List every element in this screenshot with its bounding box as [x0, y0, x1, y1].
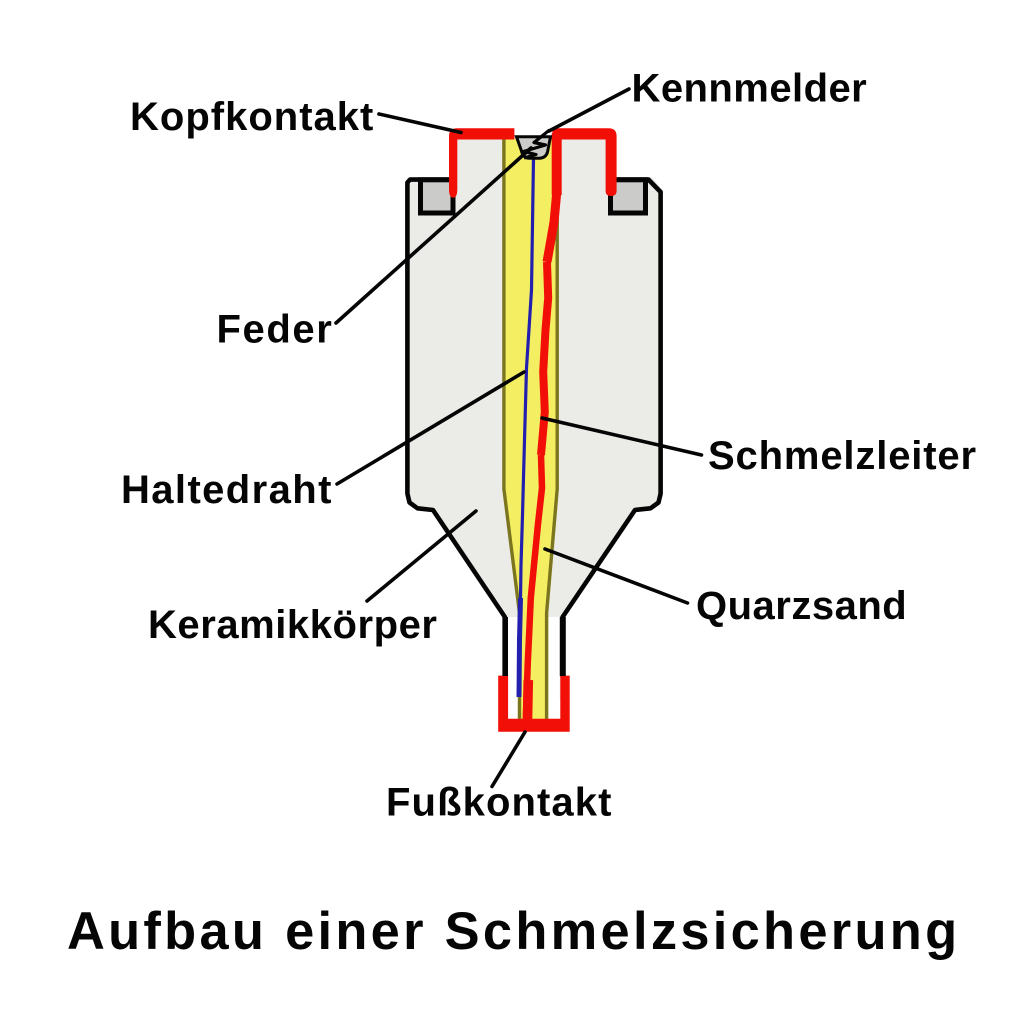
svg-text:Aufbau einer Schmelzsicherung: Aufbau einer Schmelzsicherung	[67, 903, 960, 961]
svg-text:Fußkontakt: Fußkontakt	[386, 781, 613, 825]
svg-text:Feder: Feder	[217, 308, 334, 352]
svg-text:Kopfkontakt: Kopfkontakt	[130, 95, 374, 139]
svg-text:Kennmelder: Kennmelder	[632, 67, 868, 111]
svg-text:Haltedraht: Haltedraht	[121, 468, 333, 512]
svg-text:Schmelzleiter: Schmelzleiter	[708, 434, 977, 478]
svg-text:Quarzsand: Quarzsand	[696, 584, 907, 628]
svg-text:Keramikkörper: Keramikkörper	[148, 603, 438, 647]
